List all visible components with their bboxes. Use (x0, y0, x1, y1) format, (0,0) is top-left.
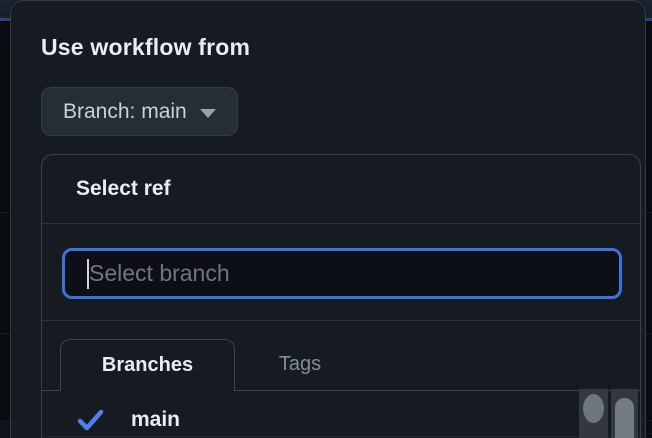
list-scrollbar-thumb[interactable] (583, 394, 604, 423)
list-divider (42, 436, 640, 437)
ref-search-input[interactable] (65, 251, 619, 296)
ref-tabs: Branches Tags (42, 339, 640, 391)
tab-tags[interactable]: Tags (235, 339, 365, 390)
branch-name: main (131, 408, 181, 431)
dialog-scrollbar-track[interactable] (611, 389, 638, 438)
tab-tags-label: Tags (278, 353, 322, 375)
tab-branches[interactable]: Branches (60, 339, 235, 391)
triangle-down-icon (199, 108, 216, 118)
list-scrollbar-track[interactable] (579, 389, 608, 438)
ref-selector-dialog: Select ref Branches Tags (41, 154, 641, 438)
use-workflow-from-heading: Use workflow from (41, 34, 251, 60)
run-workflow-popover: Use workflow from Branch: main Select re… (10, 0, 646, 438)
branch-selector-button[interactable]: Branch: main (41, 87, 238, 136)
background-element (0, 420, 10, 438)
ref-dialog-title: Select ref (76, 177, 171, 200)
branch-selector-label: Branch: main (63, 99, 187, 123)
branch-list-item-main[interactable]: main (42, 398, 640, 438)
ref-dialog-header: Select ref (42, 155, 640, 224)
tab-branches-label: Branches (101, 354, 194, 376)
check-icon (77, 409, 104, 431)
branch-list: main (42, 391, 640, 438)
ref-search-section (42, 224, 640, 321)
ref-search-field-wrap (62, 248, 622, 299)
dialog-scrollbar-thumb[interactable] (615, 398, 634, 438)
text-cursor (87, 259, 89, 289)
